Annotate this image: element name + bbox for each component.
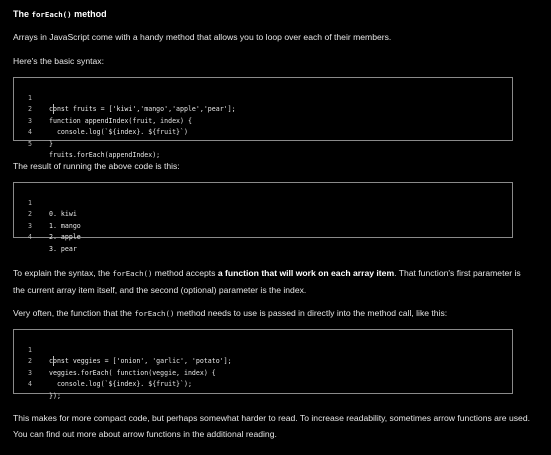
line-number: 3 xyxy=(28,116,32,125)
code-text: const fruits = ['kiwi','mango','apple','… xyxy=(49,105,236,113)
result-label: The result of running the above code is … xyxy=(13,161,180,171)
indent-guide xyxy=(53,104,54,114)
code-line: 4 }); xyxy=(14,368,512,400)
heading-suffix: method xyxy=(71,9,107,19)
heading-prefix: The xyxy=(13,9,32,19)
code-block-output: 1 0. kiwi 2 1. mango 3 2. apple 4 3. pea… xyxy=(13,182,513,253)
intro-paragraph: Arrays in JavaScript come with a handy m… xyxy=(13,32,392,42)
indent-guide xyxy=(53,356,54,366)
code-line: 1 0. kiwi xyxy=(14,186,512,219)
code-text: } xyxy=(49,139,53,148)
code-text: }); xyxy=(49,391,61,400)
code-line: 2 1. mango xyxy=(14,198,512,230)
code-block-inline-function: 1 const veggies = ['onion', 'garlic', 'p… xyxy=(13,329,513,400)
code-text: fruits.forEach(appendIndex); xyxy=(49,151,161,159)
code-text: 1. mango xyxy=(49,221,81,230)
line-number: 3 xyxy=(28,368,32,377)
code-line: 1 const veggies = ['onion', 'garlic', 'p… xyxy=(14,333,512,366)
line-number: 3 xyxy=(28,221,32,230)
code-text: console.log(`${index}. ${fruit}`) xyxy=(49,128,188,136)
code-text: 0. kiwi xyxy=(49,210,77,218)
line-number: 1 xyxy=(28,198,32,207)
closing-paragraph: This makes for more compact code, but pe… xyxy=(13,413,530,439)
code-line: 4 } xyxy=(14,116,512,148)
line-number: 1 xyxy=(28,345,32,354)
code-line: 3 2. apple xyxy=(14,209,512,242)
line-number: 1 xyxy=(28,93,32,102)
explain-text: . That function's first parameter is the… xyxy=(13,268,521,295)
code-line: 4 3. pear xyxy=(14,221,512,253)
code-line: 2 function appendIndex(fruit, index) { xyxy=(14,93,512,125)
code-text: 3. pear xyxy=(49,244,77,253)
section-heading: The forEach() method xyxy=(13,9,107,19)
code-line: 1 const fruits = ['kiwi','mango','apple'… xyxy=(14,81,512,114)
line-number: 4 xyxy=(28,128,32,136)
line-number: 2 xyxy=(28,105,32,113)
code-line: 5 fruits.forEach(appendIndex); xyxy=(14,127,512,160)
line-number: 4 xyxy=(28,380,32,388)
explain-bold: a function that will work on each array … xyxy=(217,268,395,278)
inline-code: forEach() xyxy=(112,269,153,278)
syntax-label: Here's the basic syntax: xyxy=(13,56,104,66)
code-line: 3 console.log(`${index}. ${fruit}`); xyxy=(14,356,512,389)
code-line: 3 console.log(`${index}. ${fruit}`) xyxy=(14,104,512,137)
often-text: method needs to use is passed in directl… xyxy=(174,308,448,318)
code-line: 2 veggies.forEach( function(veggie, inde… xyxy=(14,345,512,377)
often-text: Very often, the function that the xyxy=(13,308,135,318)
line-number: 5 xyxy=(28,139,32,148)
code-text: const veggies = ['onion', 'garlic', 'pot… xyxy=(49,357,232,365)
line-number: 4 xyxy=(28,233,32,241)
often-paragraph: Very often, the function that the forEac… xyxy=(13,305,533,322)
line-number: 2 xyxy=(28,210,32,218)
code-block-syntax: 1 const fruits = ['kiwi','mango','apple'… xyxy=(13,77,513,160)
explain-text: To explain the syntax, the xyxy=(13,268,113,278)
explain-paragraph: To explain the syntax, the forEach() met… xyxy=(13,265,533,298)
line-number: 2 xyxy=(28,357,32,365)
code-text: function appendIndex(fruit, index) { xyxy=(49,116,192,125)
code-text: console.log(`${index}. ${fruit}`); xyxy=(49,380,192,388)
inline-code: forEach() xyxy=(134,309,175,318)
explain-text: method accepts xyxy=(152,268,218,278)
code-text: veggies.forEach( function(veggie, index)… xyxy=(49,368,216,377)
code-text: 2. apple xyxy=(49,233,81,241)
heading-code: forEach() xyxy=(31,10,72,19)
